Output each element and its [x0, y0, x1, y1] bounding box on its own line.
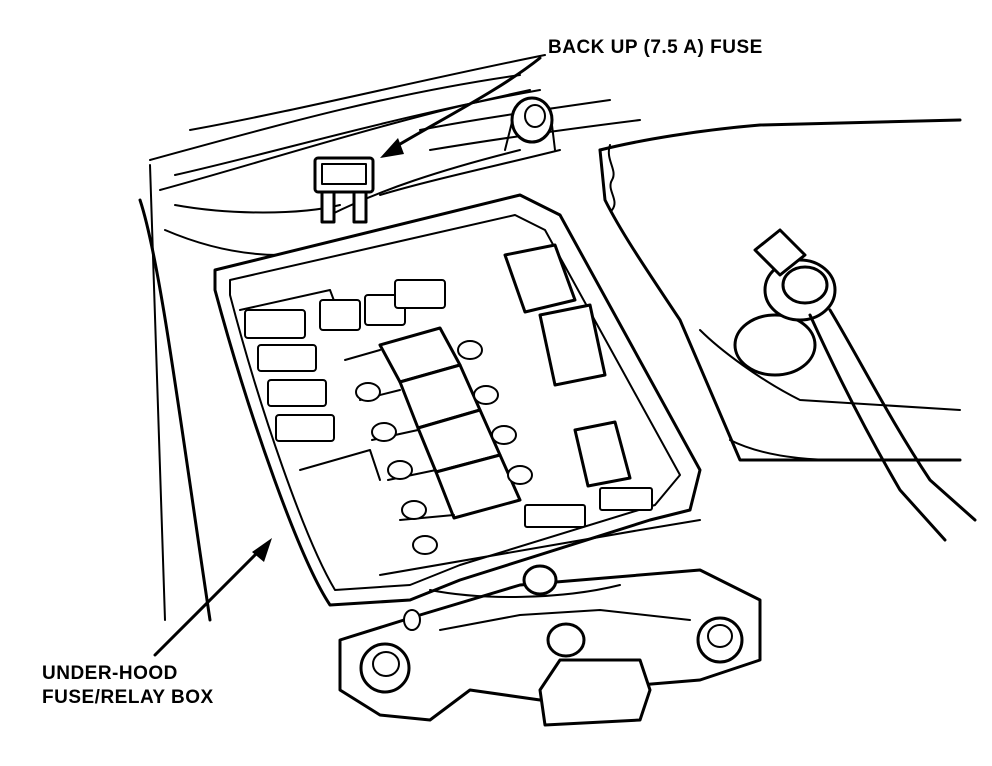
mounting-bolt-upper: [504, 96, 556, 151]
fuse-block-left: [244, 279, 446, 442]
fuse-relay-box-label: UNDER-HOOD FUSE/RELAY BOX: [42, 662, 214, 710]
battery-terminal: [733, 228, 977, 542]
backup-fuse-label: BACK UP (7.5 A) FUSE: [548, 37, 763, 58]
fuse-box-arrow: [153, 538, 272, 657]
backup-fuse-arrow: [380, 56, 542, 158]
relay-column: [344, 326, 522, 521]
mounting-bolts-lower: [359, 564, 744, 694]
body-panel-lines: [138, 54, 641, 622]
backup-fuse: [313, 156, 375, 224]
fuse-relay-box-label-line2: FUSE/RELAY BOX: [42, 687, 214, 708]
fuse-relay-box-label-line1: UNDER-HOOD: [42, 663, 178, 684]
fuse-sockets: [355, 340, 533, 555]
relays-right: [503, 243, 653, 528]
